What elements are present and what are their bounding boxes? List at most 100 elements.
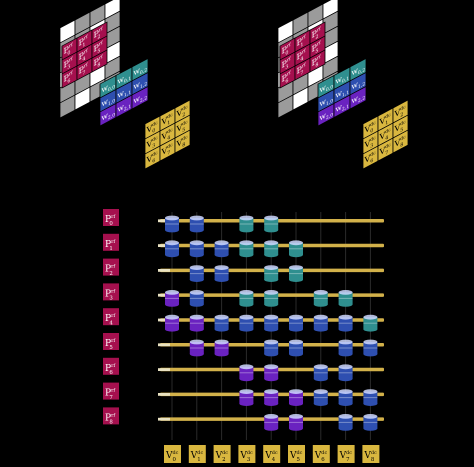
memristor-device xyxy=(313,290,328,307)
weight-cell-label: w1,0 xyxy=(320,93,334,111)
memristor-device xyxy=(363,389,378,406)
device-bottom xyxy=(189,252,204,258)
memristor-device xyxy=(338,364,353,382)
device-top xyxy=(264,414,279,419)
row-driver-p-rf xyxy=(103,233,119,251)
device-top xyxy=(363,314,378,320)
device-top xyxy=(264,339,279,345)
device-top xyxy=(189,339,204,345)
device-top xyxy=(239,364,254,370)
device-bottom xyxy=(264,277,279,282)
device-body xyxy=(338,416,353,429)
memristor-device xyxy=(189,240,204,258)
memristor-device xyxy=(338,314,353,332)
weight-cell-label: w1,1 xyxy=(336,84,350,102)
memristor-device xyxy=(363,314,378,332)
weight-cell-label: w0,2 xyxy=(134,62,148,80)
device-top xyxy=(289,314,303,320)
device-body xyxy=(264,366,279,379)
weight-cell-label: w0,1 xyxy=(118,70,132,88)
device-top xyxy=(363,339,378,345)
device-top xyxy=(289,265,303,270)
device-bottom xyxy=(289,252,303,258)
v-dc-cell-label: Vdc2 xyxy=(394,104,406,123)
column-v-dc xyxy=(312,445,330,463)
device-bottom xyxy=(165,326,179,332)
device-top xyxy=(313,364,328,370)
memristor-device xyxy=(239,314,254,332)
device-body xyxy=(189,242,204,255)
memristor-device xyxy=(214,240,229,258)
device-body xyxy=(189,317,204,330)
memristor-device xyxy=(189,339,204,357)
device-bottom xyxy=(363,401,378,406)
device-body xyxy=(189,218,204,230)
device-top xyxy=(214,240,229,246)
device-bottom xyxy=(363,426,378,431)
memristor-device xyxy=(264,290,279,307)
row-driver-p-rf xyxy=(103,357,119,375)
device-bottom xyxy=(239,302,254,307)
memristor-device xyxy=(264,240,279,258)
device-bottom xyxy=(313,326,328,332)
memristor-device xyxy=(338,339,353,357)
device-body xyxy=(264,416,279,429)
device-body xyxy=(338,342,353,354)
device-body xyxy=(165,242,179,255)
v-dc-cell-label: Vdc4 xyxy=(379,127,391,146)
p-rf-cell-label: Prf6 xyxy=(282,69,292,86)
device-top xyxy=(289,389,303,394)
memristor-device xyxy=(363,339,378,357)
device-bottom xyxy=(189,326,204,332)
device-bottom xyxy=(313,302,328,307)
weight-cell-label: w1,0 xyxy=(102,93,116,111)
row-bus-end xyxy=(158,393,170,396)
device-top xyxy=(264,215,279,221)
device-body xyxy=(264,391,279,404)
row-bus-end xyxy=(158,343,170,347)
p-rf-cell-label: Prf8 xyxy=(312,53,322,70)
device-body xyxy=(313,317,328,330)
weight-cell xyxy=(349,85,367,110)
device-body xyxy=(239,391,254,404)
device-bottom xyxy=(189,227,204,233)
memristor-device xyxy=(289,414,303,431)
device-top xyxy=(338,364,353,370)
weight-cell-label: w2,1 xyxy=(336,98,350,116)
device-top xyxy=(189,314,204,320)
p-rf-cell-label: Prf4 xyxy=(297,47,307,64)
device-body xyxy=(239,366,254,379)
row-bus-end xyxy=(158,318,170,322)
memristor-device xyxy=(338,389,353,406)
device-bottom xyxy=(189,351,204,357)
device-top xyxy=(313,389,328,394)
device-top xyxy=(214,314,229,320)
memristor-device xyxy=(189,265,204,282)
device-body xyxy=(338,292,353,305)
device-body xyxy=(363,317,378,330)
weight-cell-label: w0,2 xyxy=(352,62,366,80)
memristor-device xyxy=(165,290,179,307)
p-rf-cell-label: Prf0 xyxy=(282,41,292,58)
column-v-dc xyxy=(263,445,281,463)
device-body xyxy=(289,391,303,404)
device-bottom xyxy=(239,376,254,382)
v-dc-cell-label: Vdc5 xyxy=(176,119,188,138)
device-body xyxy=(214,267,229,280)
device-bottom xyxy=(214,326,229,332)
weight-cell-label: w1,1 xyxy=(118,84,132,102)
memristor-device xyxy=(264,364,279,382)
row-driver-p-rf xyxy=(103,308,119,326)
device-top xyxy=(363,389,378,394)
p-rf-cell xyxy=(309,49,326,73)
device-bottom xyxy=(214,277,229,282)
device-body xyxy=(214,342,229,354)
device-bottom xyxy=(289,426,303,431)
memristor-device xyxy=(214,265,229,282)
memristor-device xyxy=(313,364,328,382)
weight-cell-label: w2,0 xyxy=(102,107,116,125)
device-body xyxy=(165,292,179,305)
